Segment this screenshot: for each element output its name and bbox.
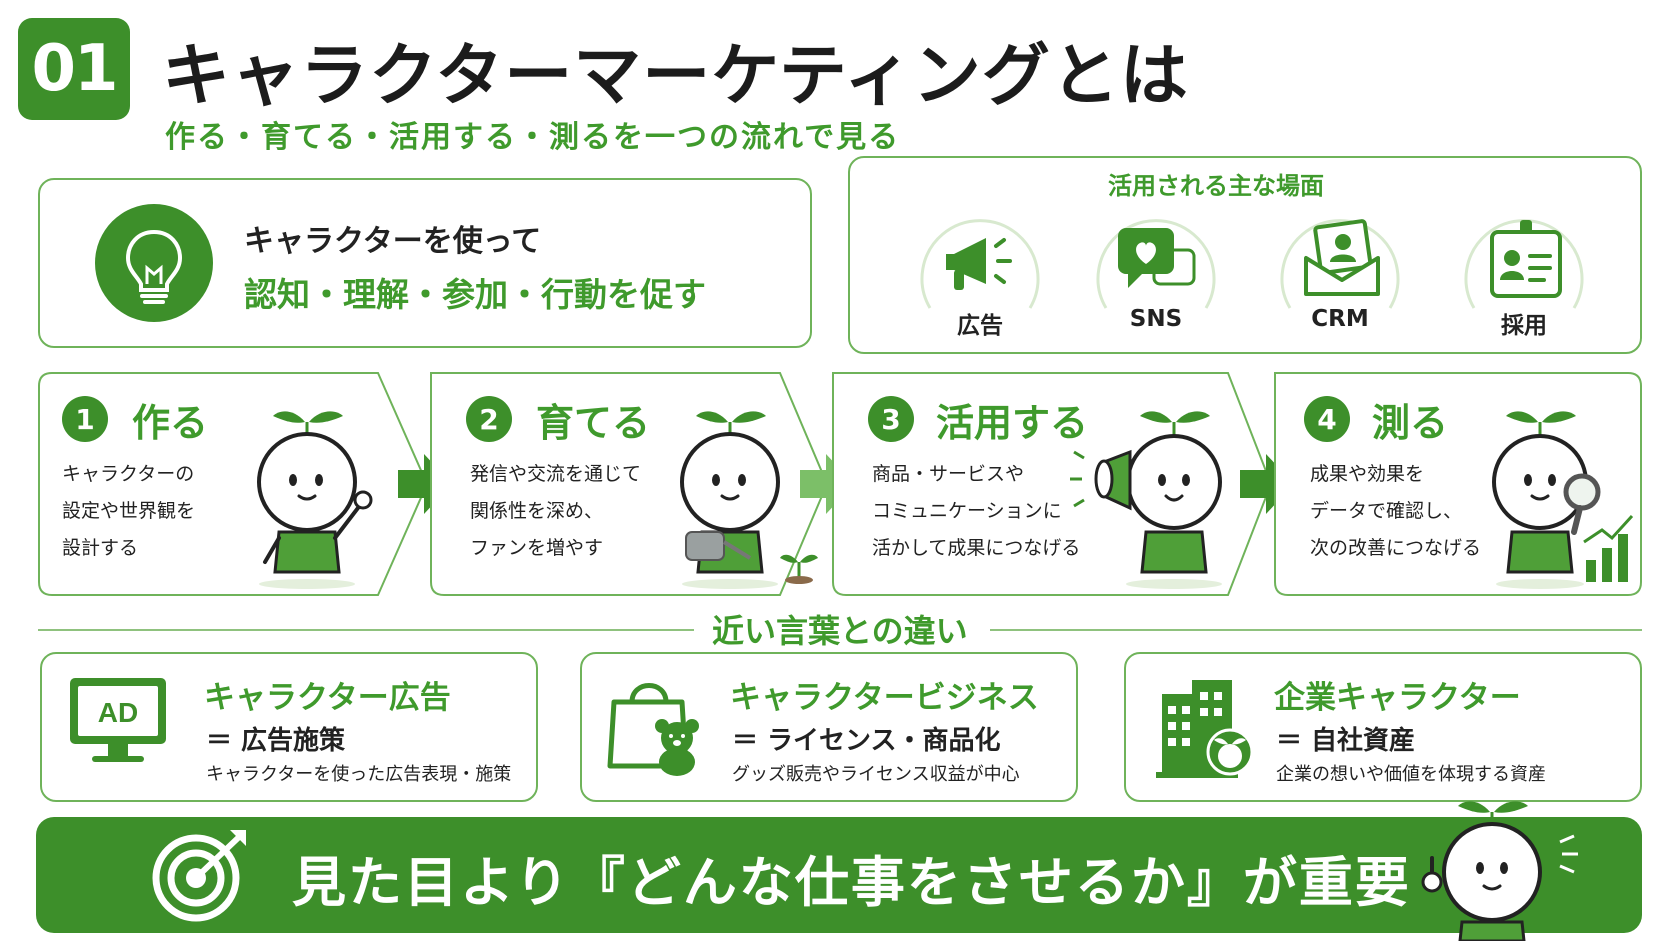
step-card-grow: 2 育てる 発信や交流を通じて 関係性を深め、 ファンを増やす xyxy=(430,372,828,596)
step-desc-line2: 関係性を深め、 xyxy=(470,500,604,522)
building-icon xyxy=(1156,680,1254,778)
scene-label-crm: CRM xyxy=(1311,306,1369,332)
scene-label-ad: 広告 xyxy=(957,313,1003,339)
term-eq: ＝ ライセンス・商品化 xyxy=(732,726,1001,756)
ad-monitor-icon: AD xyxy=(70,678,166,762)
step-arrow-1 xyxy=(398,454,452,514)
step-title: 測る xyxy=(1372,401,1449,445)
step-desc-line1: 発信や交流を通じて xyxy=(470,463,642,485)
megaphone-icon xyxy=(946,238,1012,290)
purpose-line2: 認知・理解・参加・行動を促す xyxy=(244,275,706,314)
mascot-waving-icon xyxy=(257,411,373,589)
term-desc: キャラクターを使った広告表現・施策 xyxy=(206,764,512,785)
scenes-card: 活用される主な場面 広告 SNS xyxy=(848,156,1642,354)
step-title: 活用する xyxy=(936,401,1089,445)
step-desc-line1: キャラクターの xyxy=(62,463,195,485)
scene-item-ad: 広告 xyxy=(910,198,1050,348)
step-card-measure: 4 測る 成果や効果を データで確認し、 次の改善につなげる xyxy=(1274,372,1642,596)
step-desc-line2: 設定や世界観を xyxy=(62,500,196,522)
term-eq: ＝ 自社資産 xyxy=(1276,726,1416,756)
step-number: 2 xyxy=(466,396,512,442)
step-desc-line2: データで確認し、 xyxy=(1310,500,1463,522)
key-message-banner xyxy=(36,817,1642,933)
step-number: 4 xyxy=(1304,396,1350,442)
term-name: キャラクター広告 xyxy=(204,680,451,716)
scene-item-crm: CRM xyxy=(1270,198,1410,348)
scene-label-sns: SNS xyxy=(1129,306,1183,332)
mascot-magnifier-icon xyxy=(1492,411,1634,589)
divider-right xyxy=(990,629,1642,631)
chat-heart-icon xyxy=(1118,228,1196,288)
term-desc: グッズ販売やライセンス収益が中心 xyxy=(732,764,1020,785)
svg-text:AD: AD xyxy=(98,697,138,728)
mascot-megaphone-icon xyxy=(1070,411,1222,589)
scene-item-recruit: 採用 xyxy=(1454,198,1594,348)
step-desc-line1: 成果や効果を xyxy=(1310,463,1425,485)
page-title: キャラクターマーケティングとは xyxy=(162,37,1189,116)
shopping-bag-bear-icon xyxy=(607,683,699,776)
term-desc: 企業の想いや価値を体現する資産 xyxy=(1276,764,1546,785)
step-desc-line3: 活かして成果につなげる xyxy=(872,537,1081,559)
step-arrow-2 xyxy=(800,454,854,514)
mail-profile-icon xyxy=(1304,219,1380,296)
key-message-text: 見た目より『どんな仕事をさせるか』が重要 xyxy=(292,851,1411,914)
purpose-line1: キャラクターを使って xyxy=(244,224,542,259)
target-icon xyxy=(152,830,246,922)
term-card-character-ad: AD キャラクター広告 ＝ 広告施策 キャラクターを使った広告表現・施策 xyxy=(40,652,538,802)
step-desc-line3: 次の改善につなげる xyxy=(1310,537,1482,559)
mascot-watering-icon xyxy=(680,411,818,589)
step-desc-line3: 設計する xyxy=(62,537,139,559)
purpose-card: キャラクターを使って 認知・理解・参加・行動を促す xyxy=(38,178,812,348)
term-name: キャラクタービジネス xyxy=(730,680,1039,716)
step-arrow-3 xyxy=(1240,454,1294,514)
step-title: 育てる xyxy=(536,401,651,445)
differences-title: 近い言葉との違い xyxy=(700,606,980,652)
step-number: 3 xyxy=(868,396,914,442)
scenes-title: 活用される主な場面 xyxy=(1108,172,1324,200)
step-title: 作る xyxy=(132,401,209,445)
step-desc-line2: コミュニケーションに xyxy=(872,500,1062,522)
lightbulb-icon xyxy=(95,204,213,322)
step-card-make: 1 作る キャラクターの 設定や世界観を 設計する xyxy=(38,372,428,596)
term-eq: ＝ 広告施策 xyxy=(206,726,346,756)
divider-left xyxy=(38,629,694,631)
page-subtitle: 作る・育てる・活用する・測るを一つの流れで見る xyxy=(165,120,901,155)
step-desc-line1: 商品・サービスや xyxy=(872,463,1025,485)
term-card-character-business: キャラクタービジネス ＝ ライセンス・商品化 グッズ販売やライセンス収益が中心 xyxy=(580,652,1078,802)
step-desc-line3: ファンを増やす xyxy=(470,537,604,559)
term-card-corporate-character: 企業キャラクター ＝ 自社資産 企業の想いや価値を体現する資産 xyxy=(1124,652,1642,802)
scene-label-recruit: 採用 xyxy=(1501,313,1547,339)
id-badge-icon xyxy=(1490,220,1562,298)
section-number-badge: 01 xyxy=(18,18,130,120)
scene-item-sns: SNS xyxy=(1086,198,1226,348)
term-name: 企業キャラクター xyxy=(1274,680,1521,716)
mascot-pointing-icon xyxy=(1421,801,1578,941)
step-number: 1 xyxy=(62,396,108,442)
step-card-utilize: 3 活用する 商品・サービスや コミュニケーションに 活かして成果につなげる xyxy=(832,372,1272,596)
